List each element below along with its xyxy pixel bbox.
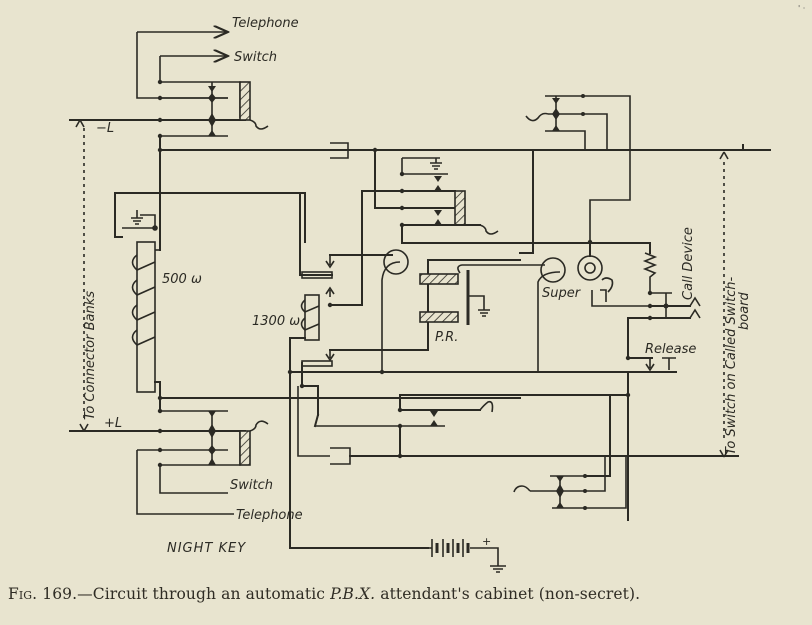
bottom-right-key: [513, 394, 627, 510]
super-and-call-device: [519, 239, 701, 521]
bottom-left-night-key: [136, 408, 269, 515]
battery: [428, 539, 506, 573]
right-top-key: [519, 94, 744, 254]
board-label: board: [737, 291, 752, 330]
figure-caption: Fig. 169.—Circuit through an automatic P…: [8, 585, 640, 603]
battery-plus-label: +: [482, 535, 491, 548]
relay-1300: [287, 192, 661, 549]
to-switch-called-label: To Switch on Called Switch-: [724, 277, 739, 455]
switch-bottom-label: Switch: [230, 478, 273, 493]
night-key-label: NIGHT KEY: [167, 541, 246, 556]
bottom-middle-key: [297, 386, 739, 465]
minus-l-label: −L: [96, 121, 114, 136]
to-connector-banks-label: To Connector Banks: [83, 291, 98, 420]
resistance-500-label: 500 ω: [162, 272, 202, 287]
telephone-top-label: Telephone: [232, 16, 299, 31]
release-label: Release: [645, 342, 696, 357]
figure-label: Fig. 169.: [8, 585, 78, 603]
center-top-wiring: [329, 142, 771, 306]
caption-pbx: P.B.X.: [330, 585, 376, 603]
top-left-night-key: [136, 32, 269, 139]
left-wiring: [114, 135, 521, 412]
switch-top-label: Switch: [234, 50, 277, 65]
telephone-bottom-label: Telephone: [236, 508, 303, 523]
caption-text-after: attendant's cabinet (non-secret).: [375, 585, 641, 603]
caption-text-before: —Circuit through an automatic: [77, 585, 331, 603]
super-label: Super: [542, 286, 582, 301]
call-device-label: Call Device: [681, 227, 696, 300]
pr-label: P.R.: [435, 330, 458, 345]
corner-mark: ' ·: [798, 4, 806, 13]
resistance-1300-label: 1300 ω: [252, 314, 300, 329]
pr-relay: [419, 259, 545, 325]
plus-l-label: +L: [104, 416, 122, 431]
